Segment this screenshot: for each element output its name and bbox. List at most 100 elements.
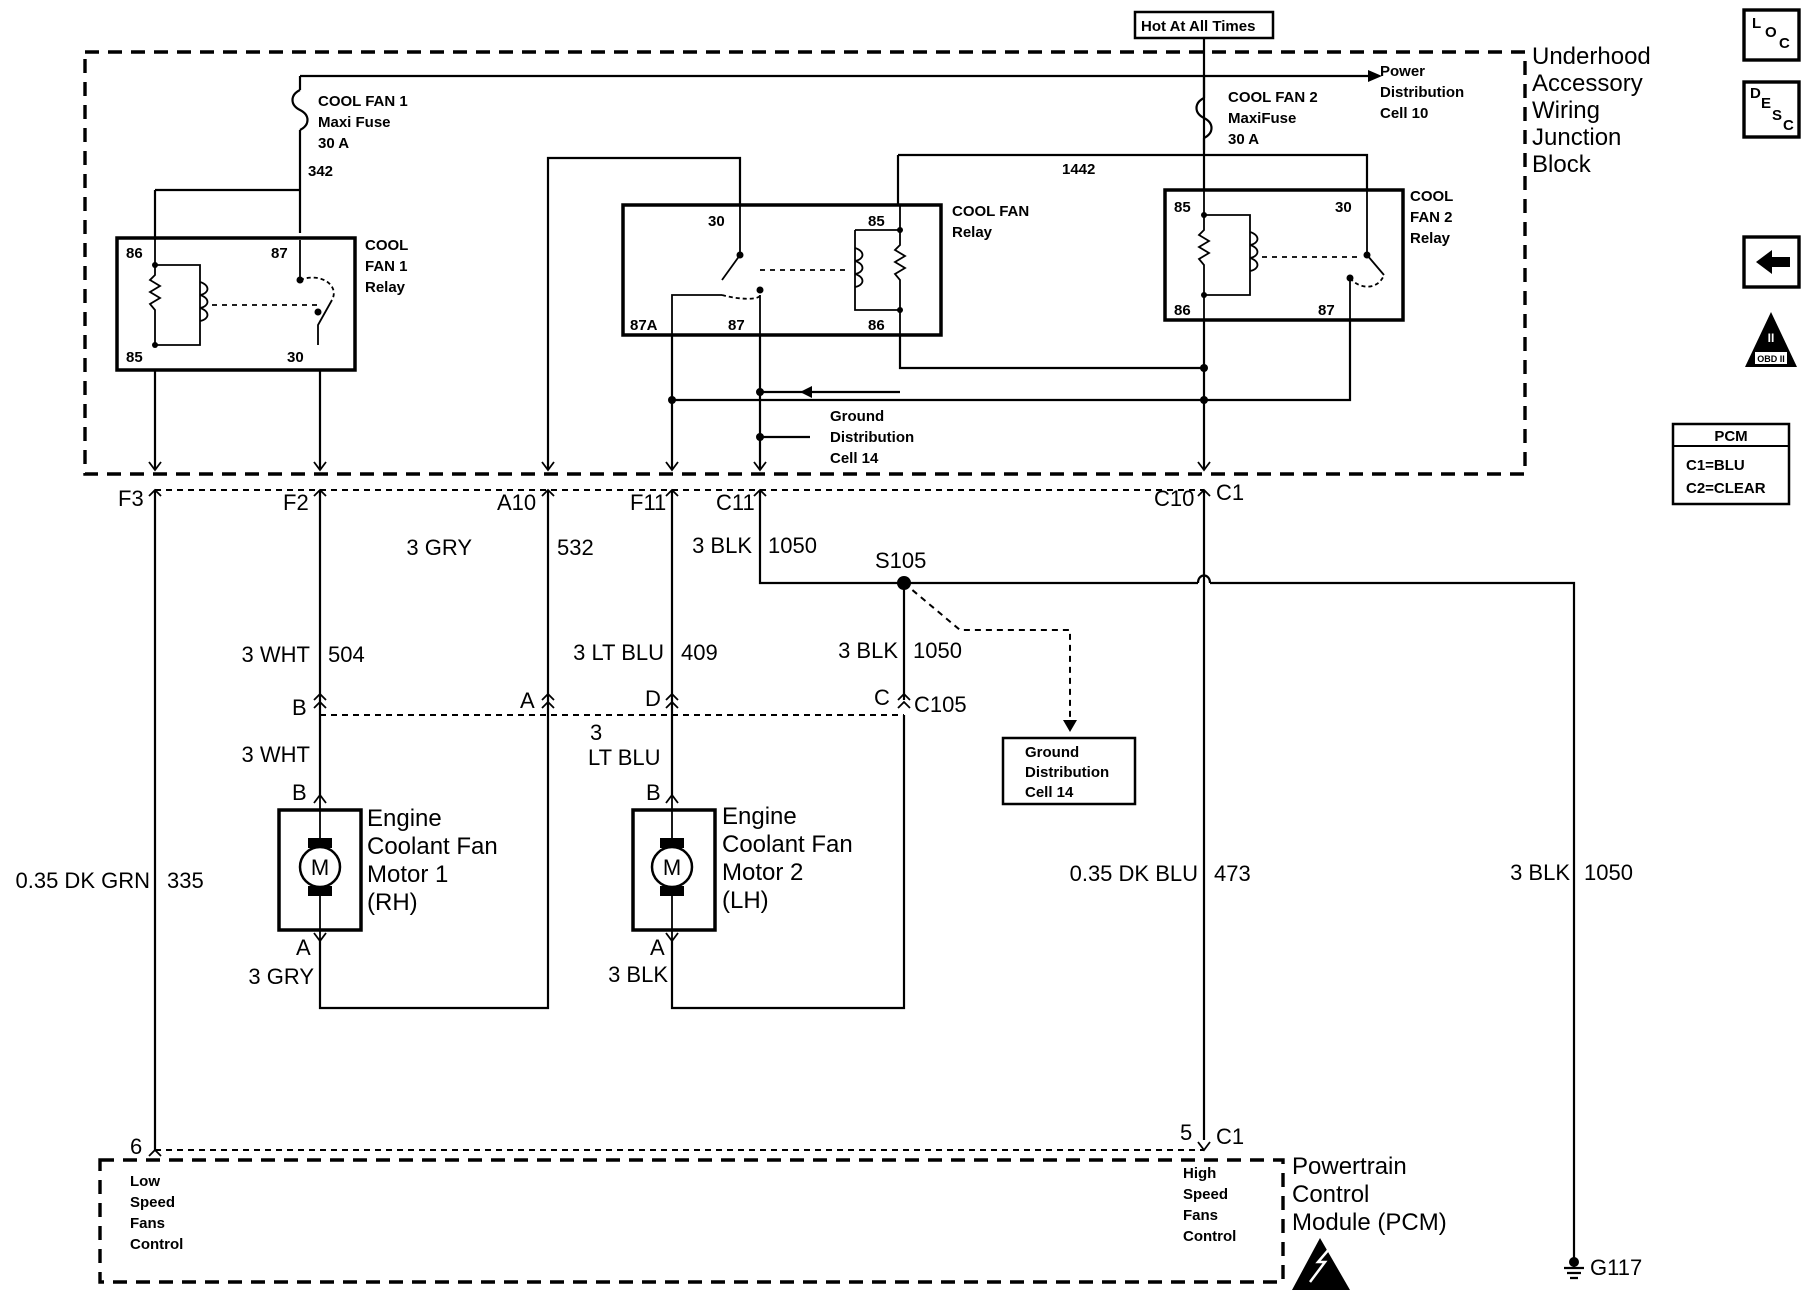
pcm-low-speed-label: Low Speed Fans Control [130, 1173, 183, 1253]
motor1-icon [298, 845, 342, 889]
svg-text:C: C [1783, 117, 1794, 134]
pcm-high-speed-label: High Speed Fans Control [1183, 1165, 1236, 1245]
svg-text:86: 86 [126, 245, 143, 262]
svg-text:(LH): (LH) [722, 887, 769, 914]
svg-text:Fans: Fans [1183, 1207, 1218, 1224]
svg-text:C1: C1 [1216, 480, 1244, 505]
wire-label-532: 3 GRY 532 [406, 535, 593, 560]
relay2-contact-dot [756, 286, 764, 294]
svg-text:Ground: Ground [830, 408, 884, 425]
svg-text:B: B [292, 695, 307, 720]
svg-text:Distribution: Distribution [1380, 84, 1464, 101]
connector-chevrons-top [148, 461, 1211, 472]
svg-text:COOL FAN 2: COOL FAN 2 [1228, 89, 1318, 106]
relay3-contact-dot [1346, 274, 1354, 282]
pcm-pin-5: 5 [1180, 1120, 1192, 1145]
svg-text:0.35 DK GRN: 0.35 DK GRN [16, 868, 151, 893]
fuse1-label: COOL FAN 1 Maxi Fuse 30 A [318, 93, 408, 152]
svg-text:85: 85 [868, 213, 885, 230]
svg-text:335: 335 [167, 868, 204, 893]
svg-text:Junction: Junction [1532, 124, 1621, 151]
svg-text:Coolant Fan: Coolant Fan [722, 831, 853, 858]
svg-text:E: E [1761, 95, 1771, 112]
relay3-label: COOL FAN 2 Relay [1410, 188, 1453, 247]
relay2-switch-icon [671, 205, 741, 335]
svg-text:D: D [645, 686, 661, 711]
svg-text:409: 409 [681, 640, 718, 665]
desc-button[interactable]: D E S C [1742, 80, 1801, 139]
motor1-symbol: M [311, 855, 329, 880]
circuit-342-label: 342 [308, 163, 333, 180]
svg-text:Relay: Relay [952, 224, 993, 241]
svg-text:87: 87 [271, 245, 288, 262]
ground-dist-outer-arrow-icon [1063, 720, 1077, 732]
svg-text:S: S [1772, 107, 1782, 124]
svg-text:30: 30 [287, 349, 304, 366]
svg-text:3 BLK: 3 BLK [838, 638, 898, 663]
wire-label-409: 3 LT BLU 409 [573, 640, 718, 665]
svg-text:1050: 1050 [1584, 860, 1633, 885]
relay2-coil-frame [854, 205, 901, 335]
svg-text:Control: Control [1292, 1181, 1369, 1208]
cool-fan1-relay [115, 236, 357, 372]
node-87-bus [1200, 396, 1208, 404]
svg-text:OBD II: OBD II [1757, 354, 1785, 364]
motor1-brush-bottom [308, 886, 332, 896]
svg-text:0.35 DK BLU: 0.35 DK BLU [1070, 861, 1198, 886]
svg-text:COOL: COOL [1410, 188, 1453, 205]
motor2-icon [650, 845, 694, 889]
wire-label-504: 3 WHT 504 [242, 642, 365, 667]
esd-warning-icon [1292, 1238, 1350, 1290]
svg-text:85: 85 [1174, 199, 1191, 216]
motor2-symbol: M [663, 855, 681, 880]
svg-text:Module (PCM): Module (PCM) [1292, 1209, 1447, 1236]
svg-text:Engine: Engine [722, 803, 797, 830]
obd-ii-icon[interactable]: II OBD II [1745, 312, 1797, 367]
svg-text:87: 87 [1318, 302, 1335, 319]
fuse2-label: COOL FAN 2 MaxiFuse 30 A [1228, 89, 1318, 148]
svg-text:504: 504 [328, 642, 365, 667]
motor2-brush-top [660, 838, 684, 848]
relay2-switch-arc [721, 294, 761, 300]
svg-text:C: C [874, 685, 890, 710]
svg-text:Ground: Ground [1025, 744, 1079, 761]
relay3-switch-icon [1366, 190, 1385, 276]
svg-text:COOL FAN 1: COOL FAN 1 [318, 93, 408, 110]
relay2-pins: 30 85 87A 87 86 [630, 213, 885, 334]
svg-text:3 GRY: 3 GRY [406, 535, 472, 560]
motor1-brush-top [308, 838, 332, 848]
motor2-box [631, 808, 717, 932]
back-button[interactable] [1742, 235, 1801, 289]
relay3-pivot-dot [1363, 251, 1371, 259]
svg-text:Motor 2: Motor 2 [722, 859, 803, 886]
motor2-pin-a: A [650, 935, 665, 960]
ground-g117-icon [1564, 1257, 1584, 1280]
motor1-pin-b: B [292, 780, 307, 805]
svg-text:C1=BLU: C1=BLU [1686, 457, 1745, 474]
cool-fan-relay [621, 203, 943, 337]
fuse1-icon [291, 89, 309, 131]
relay3-pins: 85 30 86 87 [1174, 199, 1352, 319]
svg-text:L: L [1752, 15, 1761, 32]
relay1-pivot-dot [314, 308, 322, 316]
fuse2-icon [1195, 97, 1213, 139]
svg-text:C2=CLEAR: C2=CLEAR [1686, 480, 1766, 497]
relay1-switch-icon [299, 240, 333, 345]
svg-text:F3: F3 [118, 486, 144, 511]
loc-button[interactable]: L O C [1742, 8, 1801, 62]
pcm-legend: PCM C1=BLU C2=CLEAR [1671, 422, 1791, 506]
wire-label-335: 0.35 DK GRN 335 [16, 868, 204, 893]
wire-label-ltblu-lower: 3 LT BLU [588, 720, 661, 770]
power-bus-arrow-icon [1368, 70, 1382, 82]
svg-text:Relay: Relay [365, 279, 406, 296]
relay1-coil-icon [199, 281, 209, 322]
relay3-coil-icon [1249, 231, 1259, 272]
pcm-title: Powertrain Control Module (PCM) [1292, 1153, 1447, 1236]
svg-text:87: 87 [728, 317, 745, 334]
circuit-1442-label: 1442 [1062, 161, 1095, 178]
junction-block-outline [83, 50, 1527, 476]
svg-text:LT BLU: LT BLU [588, 745, 661, 770]
motor1-pin-a: A [296, 935, 311, 960]
relay2-node-b [897, 307, 903, 313]
